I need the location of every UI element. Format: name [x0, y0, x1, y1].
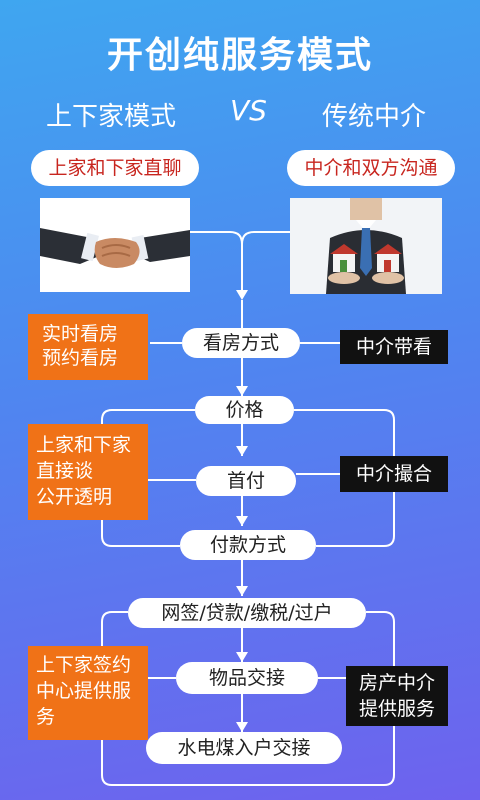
left-note-negotiation-line1: 上家和下家 — [36, 434, 132, 456]
agent-houses-photo — [290, 198, 442, 294]
right-note-negotiation: 中介撮合 — [340, 456, 448, 492]
left-tag: 上家和下家直聊 — [31, 150, 199, 186]
left-note-negotiation-line2: 直接谈 — [36, 460, 94, 482]
left-note-service-line2: 中心提供服务 — [36, 680, 132, 728]
step-price: 价格 — [195, 396, 294, 424]
right-note-service-line2: 提供服务 — [358, 698, 435, 720]
handshake-photo — [40, 198, 190, 292]
left-note-service: 上下家签约 中心提供服务 — [28, 646, 148, 740]
step-payment-method: 付款方式 — [180, 530, 316, 560]
right-model-label: 传统中介 — [322, 102, 427, 132]
right-note-service: 房产中介 提供服务 — [346, 666, 448, 726]
left-note-viewing-line1: 实时看房 — [42, 323, 119, 345]
step-utilities-transfer: 水电煤入户交接 — [146, 732, 342, 764]
left-note-viewing-line2: 预约看房 — [42, 347, 119, 369]
vs-label: VS — [230, 94, 267, 127]
right-tag: 中介和双方沟通 — [287, 150, 455, 186]
left-note-viewing: 实时看房 预约看房 — [28, 314, 148, 380]
left-note-service-line1: 上下家签约 — [36, 654, 132, 676]
left-model-label: 上下家模式 — [46, 102, 177, 132]
step-item-handover: 物品交接 — [176, 662, 318, 694]
right-note-viewing: 中介带看 — [340, 330, 448, 364]
right-note-service-line1: 房产中介 — [358, 672, 435, 694]
step-viewing: 看房方式 — [182, 328, 300, 358]
step-down-payment: 首付 — [196, 466, 296, 496]
left-note-negotiation-line3: 公开透明 — [36, 486, 113, 508]
page-title: 开创纯服务模式 — [106, 35, 373, 76]
left-note-negotiation: 上家和下家 直接谈 公开透明 — [28, 424, 148, 520]
step-procedures: 网签/贷款/缴税/过户 — [128, 598, 366, 628]
